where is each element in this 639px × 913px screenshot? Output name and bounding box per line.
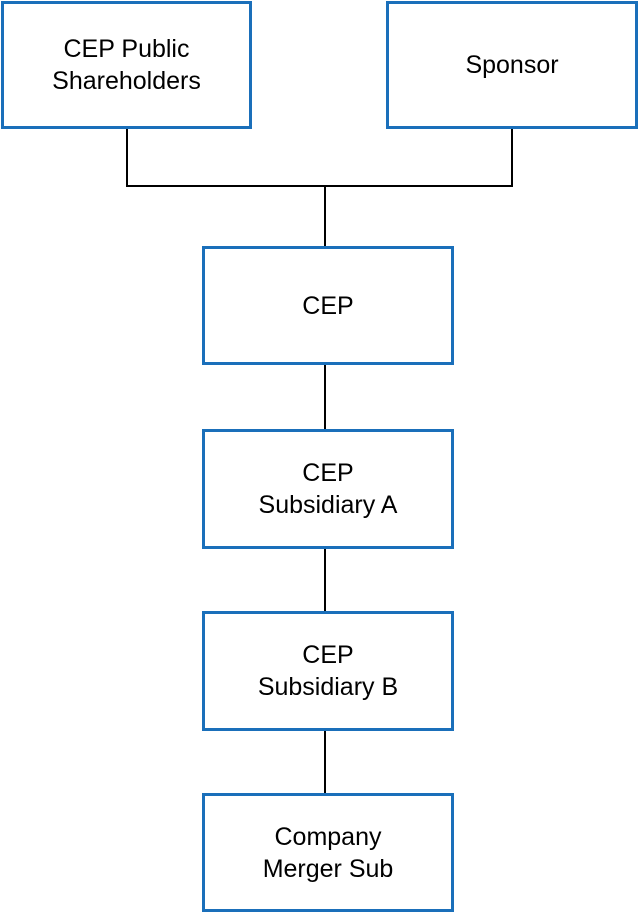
connector-cep-to-subsidiary-a (324, 364, 326, 431)
node-cep-public-shareholders: CEP Public Shareholders (1, 1, 252, 129)
node-label: Sponsor (465, 51, 559, 79)
connector-public-shareholders-down (126, 127, 128, 187)
connector-to-cep (324, 185, 326, 248)
connector-subsidiary-b-to-merger-sub (324, 729, 326, 795)
node-sponsor: Sponsor (386, 1, 638, 129)
node-label: CEP Subsidiary B (257, 641, 399, 701)
node-cep-subsidiary-a: CEP Subsidiary A (202, 429, 454, 549)
connector-sponsor-down (511, 127, 513, 187)
node-cep-subsidiary-b: CEP Subsidiary B (202, 611, 454, 731)
node-label: CEP (302, 291, 354, 320)
node-label: Company Merger Sub (262, 822, 394, 883)
node-label: CEP Public Shareholders (52, 35, 201, 95)
connector-top-horizontal (126, 185, 513, 187)
node-company-merger-sub: Company Merger Sub (202, 793, 454, 912)
connector-subsidiary-a-to-b (324, 547, 326, 613)
node-label: CEP Subsidiary A (258, 459, 398, 519)
node-cep: CEP (202, 246, 454, 365)
